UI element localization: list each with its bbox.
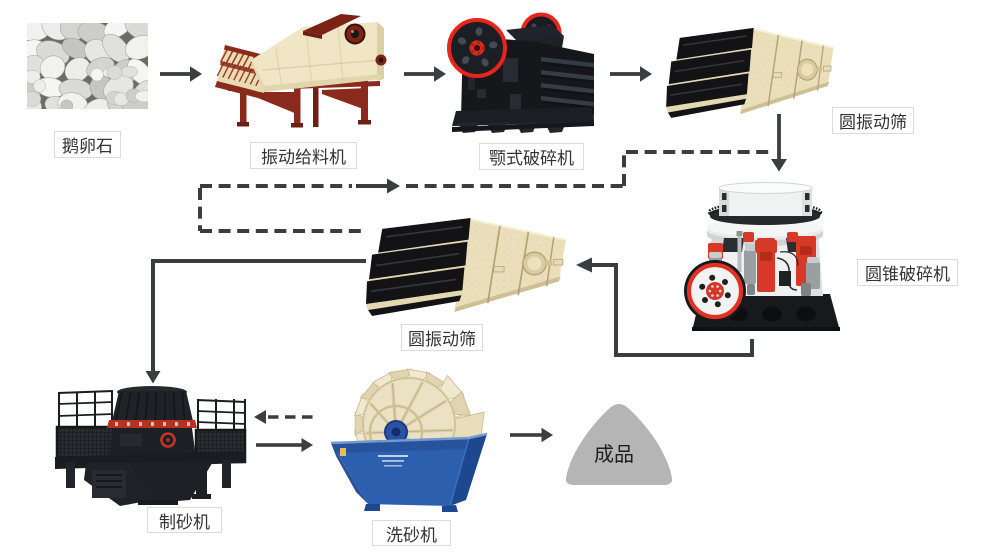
svg-text:成品: 成品 xyxy=(594,443,634,466)
